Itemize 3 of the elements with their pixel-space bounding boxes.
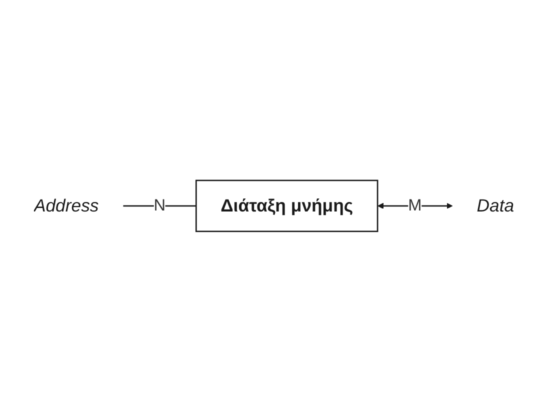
signal-label: Data	[476, 195, 514, 216]
memory-block: Διάταξη μνήμης	[195, 180, 378, 232]
signal-label: Address	[34, 195, 99, 216]
